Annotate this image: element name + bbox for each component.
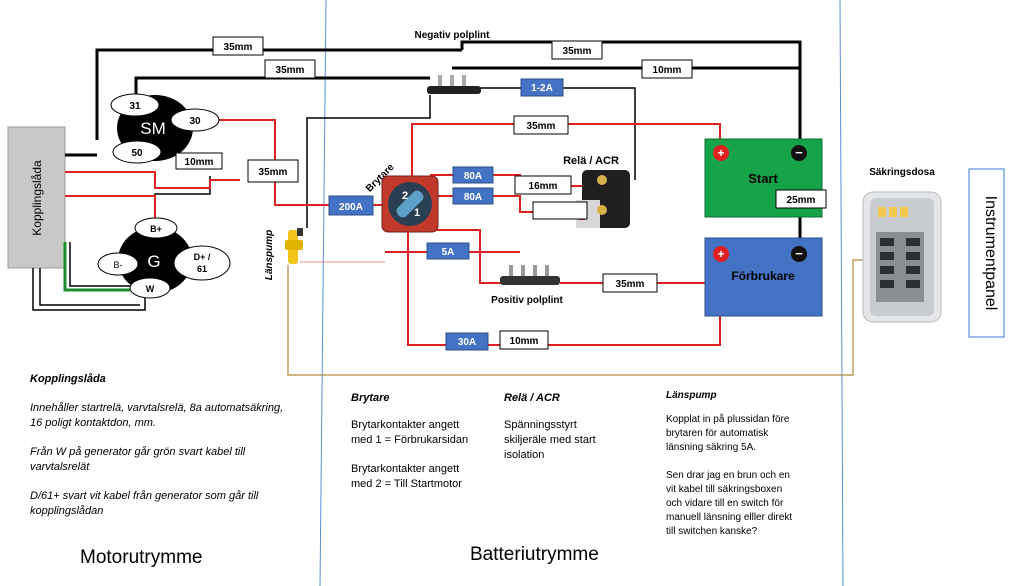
lanspump-wire (287, 259, 870, 376)
note-lanspump: Länspump Kopplat in på plussidan före br… (666, 390, 793, 537)
svg-text:35mm: 35mm (259, 167, 288, 178)
svg-text:35mm: 35mm (527, 121, 556, 132)
svg-text:5A: 5A (442, 247, 455, 258)
svg-text:31: 31 (129, 101, 141, 112)
start-positive-icon (713, 145, 729, 161)
svg-text:35mm: 35mm (224, 42, 253, 53)
positiv-busbar (500, 265, 560, 285)
rela-acr-label: Relä / ACR (563, 155, 619, 167)
kopplingslada-box-label: Kopplingslåda (30, 160, 44, 236)
note-kopplingslada: Kopplingslåda Innehåller startrelä, varv… (30, 373, 284, 517)
fuse-labels: 1-2A 80A 80A 200A 5A 30A (328, 78, 564, 351)
svg-text:+: + (717, 247, 724, 261)
sakringsdosa-label: Säkringsdosa (869, 167, 935, 178)
generator-terminal-w (129, 277, 171, 299)
svg-text:200A: 200A (339, 202, 363, 213)
generator-terminal-bplus (134, 217, 178, 239)
green-wire-black (69, 242, 130, 287)
svg-text:D+ /: D+ / (194, 252, 211, 262)
svg-text:30: 30 (189, 116, 201, 127)
battery-switch: 2 1 (381, 175, 439, 233)
zone-title-batteriutrymme: Batteriutrymme (470, 544, 599, 565)
svg-text:10mm: 10mm (185, 157, 214, 168)
note-rela-acr: Relä / ACR Spänningsstyrt skiljeräle med… (504, 392, 596, 461)
zone-title-motorutrymme: Motorutrymme (80, 547, 203, 568)
kopplingslada-box (7, 126, 66, 269)
negativ-polplint-label: Negativ polplint (415, 30, 491, 41)
empty-cable-label (532, 201, 588, 220)
note-brytare: Brytare Brytarkontakter angett med 1 = F… (351, 392, 469, 490)
starter-terminal-30 (170, 108, 220, 132)
starter-motor-label: SM (140, 119, 166, 138)
start-battery-label: Start (748, 171, 778, 186)
svg-text:25mm: 25mm (787, 195, 816, 206)
svg-text:1-2A: 1-2A (531, 83, 553, 94)
instrumentpanel-label: Instrumentpanel (982, 196, 999, 311)
generator (118, 227, 192, 293)
svg-text:−: − (795, 246, 803, 261)
zone-divider-left (319, 0, 327, 586)
svg-text:+: + (717, 146, 724, 160)
svg-text:W: W (146, 284, 155, 294)
svg-text:16mm: 16mm (529, 181, 558, 192)
svg-text:1: 1 (414, 207, 420, 219)
svg-text:35mm: 35mm (276, 65, 305, 76)
svg-text:30A: 30A (458, 337, 476, 348)
negativ-busbar (427, 75, 481, 94)
generator-terminal-dplus (173, 245, 231, 281)
starter-terminal-50 (112, 140, 162, 164)
green-wire (63, 242, 130, 292)
cable-labels: 35mm 35mm 35mm 10mm 35mm 10mm 35mm 16mm … (175, 36, 827, 350)
svg-text:35mm: 35mm (563, 46, 592, 57)
svg-text:80A: 80A (464, 192, 482, 203)
svg-text:B+: B+ (150, 224, 162, 234)
generator-label: G (147, 252, 160, 271)
generator-terminal-bminus (97, 252, 139, 276)
svg-text:80A: 80A (464, 171, 482, 182)
svg-text:61: 61 (197, 264, 207, 274)
svg-text:35mm: 35mm (616, 279, 645, 290)
lanspump-device (285, 228, 303, 264)
fuse-box (862, 191, 942, 323)
forbrukare-negative-icon (791, 246, 807, 262)
start-negative-icon (791, 145, 807, 161)
lanspump-label: Länspump (264, 230, 275, 281)
zone-divider-right (839, 0, 844, 586)
forbrukare-battery-label: Förbrukare (731, 269, 795, 283)
svg-text:10mm: 10mm (653, 65, 682, 76)
starter-terminal-31 (110, 93, 160, 117)
svg-text:10mm: 10mm (510, 336, 539, 347)
svg-text:50: 50 (131, 148, 143, 159)
instrumentpanel-box (968, 168, 1005, 338)
svg-text:−: − (795, 145, 803, 160)
svg-text:B-: B- (114, 260, 123, 270)
svg-text:2: 2 (402, 190, 408, 202)
forbrukare-positive-icon (713, 246, 729, 262)
positiv-polplint-label: Positiv polplint (491, 295, 563, 306)
